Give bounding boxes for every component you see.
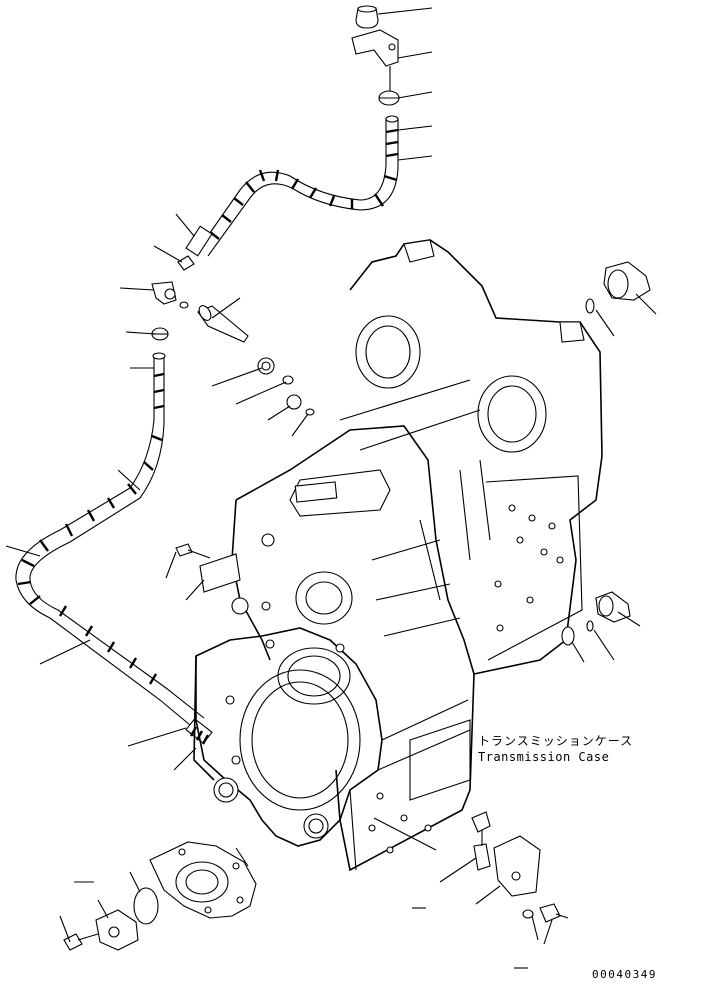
diagram-title-english: Transmission Case [478,750,610,764]
lower-right-bracket [471,811,569,923]
front-cover-assembly [63,841,257,951]
plug-right-middle [561,591,631,646]
drawing-number: 00040349 [592,968,657,981]
transmission-case-body [193,239,603,872]
upper-hose-assembly [185,5,400,257]
sensor-pin [197,305,249,343]
elbow-connector-set [151,255,195,341]
diagram-title-japanese: トランスミッションケース [478,734,634,748]
bolt-and-gasket-left [175,543,241,593]
plug-set-left [257,357,315,416]
leader-lines [5,7,657,969]
breather-plug-top [585,261,651,314]
